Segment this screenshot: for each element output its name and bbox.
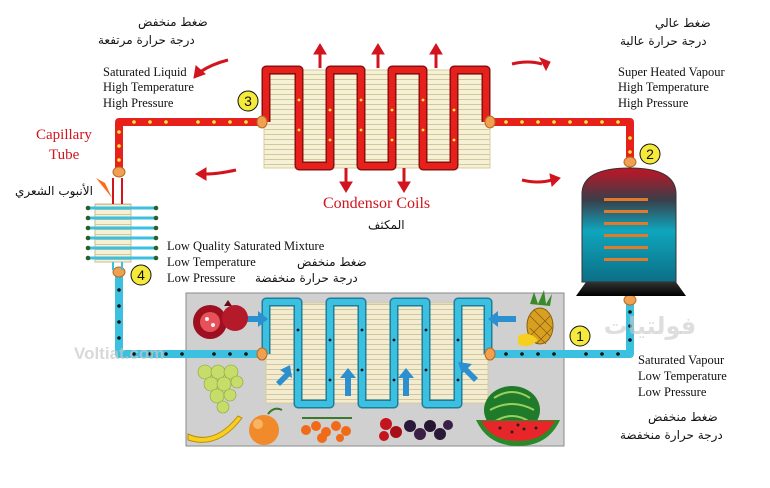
fruit-pineapple-lemon [518, 290, 554, 347]
capillary-title-2: Tube [49, 147, 80, 163]
flow-dots-hot [117, 98, 632, 162]
watermark-ar: فولتيات [604, 312, 697, 340]
p1-state: Saturated Vapour [638, 353, 725, 367]
evaporator-panel [265, 302, 489, 404]
heat-absorb-arrows [240, 311, 516, 396]
p3-ar-pressure: ضغط منخفض [138, 15, 208, 29]
capillary-ar: الأنبوب الشعري [15, 184, 93, 198]
fruit-watermelon [476, 386, 560, 446]
point-3-number: 3 [244, 93, 252, 109]
p1-temperature: Low Temperature [638, 369, 727, 383]
p1-ar-pressure: ضغط منخفض [648, 410, 718, 424]
p2-ar-pressure: ضغط عالي [655, 16, 711, 30]
fruit-banana [187, 415, 243, 443]
fruit-grapes-green [197, 364, 244, 414]
condenser-ar: المكثف [368, 218, 405, 232]
condenser-coil [261, 65, 491, 171]
fruit-pomegranate [193, 300, 248, 339]
heat-release-arrows [193, 43, 561, 193]
p2-state: Super Heated Vapour [618, 65, 725, 79]
capillary-tube-coil [85, 178, 159, 270]
point-4-number: 4 [137, 267, 145, 283]
p2-temperature: High Temperature [618, 80, 709, 94]
compressor [576, 167, 686, 296]
capillary-pointer [96, 178, 112, 198]
capillary-title-1: Capillary [36, 127, 92, 143]
p3-state: Saturated Liquid [103, 65, 187, 79]
point-2-number: 2 [646, 146, 654, 162]
p4-ar-temperature: درجة حرارة منخفضة [255, 271, 358, 285]
p4-pressure: Low Pressure [167, 271, 236, 285]
point-1-marker [569, 325, 591, 347]
p4-ar-pressure: ضغط منخفض [297, 255, 367, 269]
fruit-mixed-berries [379, 418, 453, 441]
point-markers: 3 2 4 1 [130, 90, 661, 347]
evaporator-coil [261, 297, 493, 409]
p3-ar-temperature: درجة حرارة مرتفعة [98, 33, 195, 47]
fruit-apricot [249, 407, 283, 445]
p2-ar-temperature: درجة حرارة عالية [620, 34, 707, 48]
flow-dots-cold [117, 288, 632, 382]
p4-temperature: Low Temperature [167, 255, 256, 269]
fruit-berries-orange [301, 417, 352, 443]
p1-ar-temperature: درجة حرارة منخفضة [620, 428, 723, 442]
point-1-number: 1 [576, 328, 584, 344]
condenser-title: Condensor Coils [323, 195, 431, 212]
p3-temperature: High Temperature [103, 80, 194, 94]
p4-state: Low Quality Saturated Mixture [167, 239, 325, 253]
p3-pressure: High Pressure [103, 96, 174, 110]
point-2-marker [639, 143, 661, 165]
point-4-marker [130, 264, 152, 286]
p1-pressure: Low Pressure [638, 385, 707, 399]
point-3-marker [237, 90, 259, 112]
p2-pressure: High Pressure [618, 96, 689, 110]
watermark-en: Voltiat.com [74, 344, 164, 363]
